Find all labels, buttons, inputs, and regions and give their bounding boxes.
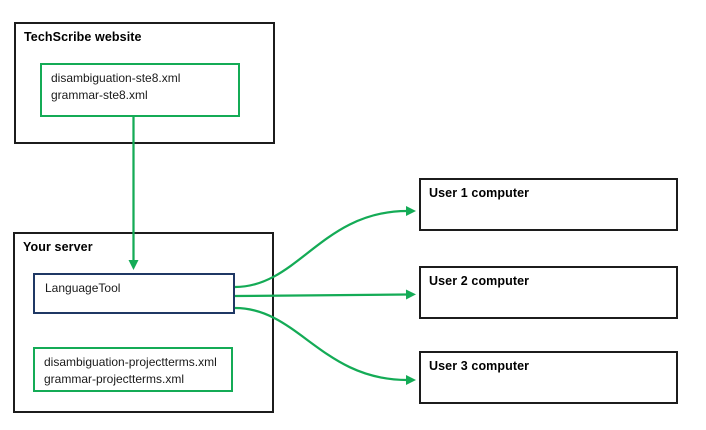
ste8-files-box: disambiguation-ste8.xml grammar-ste8.xml <box>40 63 240 117</box>
techscribe-website-title: TechScribe website <box>24 30 142 44</box>
file-name-disambiguation-projectterms: disambiguation-projectterms.xml <box>44 355 217 369</box>
languagetool-box: LanguageTool <box>33 273 235 314</box>
user-1-computer-label: User 1 computer <box>429 186 530 200</box>
file-name-grammar-ste8: grammar-ste8.xml <box>51 88 148 102</box>
projectterms-files-box: disambiguation-projectterms.xml grammar-… <box>33 347 233 392</box>
languagetool-label: LanguageTool <box>45 281 121 295</box>
file-name-grammar-projectterms: grammar-projectterms.xml <box>44 372 185 386</box>
user-3-computer-label: User 3 computer <box>429 359 530 373</box>
your-server-title: Your server <box>23 240 93 254</box>
user-3-computer-box: User 3 computer <box>419 351 678 404</box>
user-2-computer-label: User 2 computer <box>429 274 530 288</box>
file-name-disambiguation-ste8: disambiguation-ste8.xml <box>51 71 181 85</box>
user-1-computer-box: User 1 computer <box>419 178 678 231</box>
user-2-computer-box: User 2 computer <box>419 266 678 319</box>
